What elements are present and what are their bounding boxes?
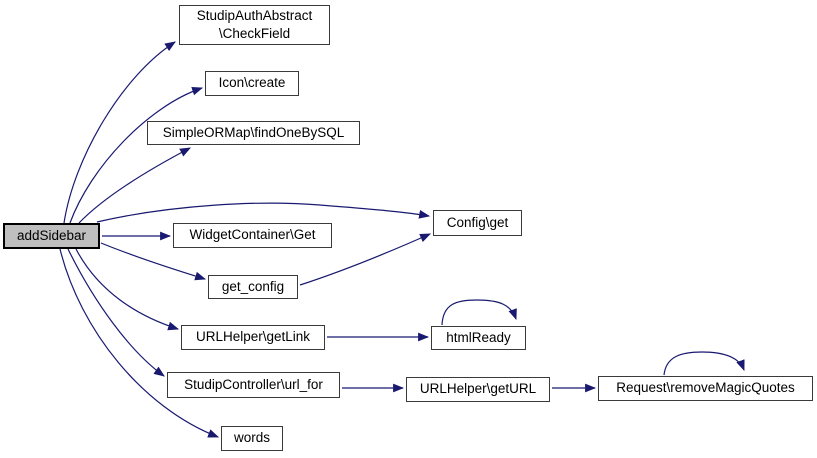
node-label: SimpleORMap\findOneBySQL: [162, 124, 345, 140]
node-urlhelper-getlink[interactable]: URLHelper\getLink: [181, 325, 325, 350]
edge-add-sidebar-to-studipcontroller-url-for: [67, 248, 165, 377]
edge-htmlready-to-htmlready: [441, 299, 517, 326]
node-get-config[interactable]: get_config: [208, 275, 298, 299]
node-label: Config\get: [446, 214, 509, 230]
node-studip-auth-abstract-checkfield[interactable]: StudipAuthAbstract \CheckField: [179, 5, 330, 45]
node-label: URLHelper\getURL: [419, 381, 537, 397]
edge-add-sidebar-to-icon-create: [69, 86, 204, 224]
edge-add-sidebar-to-words: [59, 248, 220, 438]
node-add-sidebar: addSidebar: [3, 223, 100, 249]
node-label: Icon\create: [218, 75, 286, 91]
node-simpleormap-findonebysql[interactable]: SimpleORMap\findOneBySQL: [147, 121, 360, 145]
node-request-removemagicquotes[interactable]: Request\removeMagicQuotes: [598, 376, 813, 401]
edge-add-sidebar-to-config-get: [96, 202, 431, 223]
node-label: Request\removeMagicQuotes: [616, 380, 795, 396]
edge-add-sidebar-to-studip-auth-abstract-checkfield: [63, 41, 176, 224]
node-label: StudipAuthAbstract: [196, 7, 313, 23]
node-studipcontroller-url-for[interactable]: StudipController\url_for: [167, 372, 340, 398]
node-urlhelper-geturl[interactable]: URLHelper\getURL: [406, 377, 550, 402]
node-label: WidgetContainer\Get: [189, 227, 316, 243]
node-icon-create[interactable]: Icon\create: [205, 71, 299, 96]
edge-add-sidebar-to-simpleormap-findonebysql: [78, 147, 191, 224]
node-htmlready[interactable]: htmlReady: [431, 326, 526, 350]
edge-get-config-to-config-get: [299, 233, 432, 286]
edge-group: [59, 41, 745, 438]
node-words[interactable]: words: [221, 426, 283, 451]
node-config-get[interactable]: Config\get: [433, 210, 522, 236]
node-label: words: [233, 430, 270, 446]
node-label: addSidebar: [16, 227, 87, 243]
node-label: get_config: [221, 278, 285, 294]
node-label: StudipController\url_for: [184, 376, 323, 392]
node-label: URLHelper\getLink: [195, 329, 311, 345]
node-label: htmlReady: [446, 329, 511, 345]
node-label: \CheckField: [218, 26, 291, 41]
node-widgetcontainer-get[interactable]: WidgetContainer\Get: [173, 223, 332, 248]
edge-add-sidebar-to-get-config: [100, 242, 207, 281]
edge-request-removemagicquotes-to-request-removemagicquotes: [663, 351, 745, 376]
edge-add-sidebar-to-urlhelper-getlink: [75, 248, 180, 331]
